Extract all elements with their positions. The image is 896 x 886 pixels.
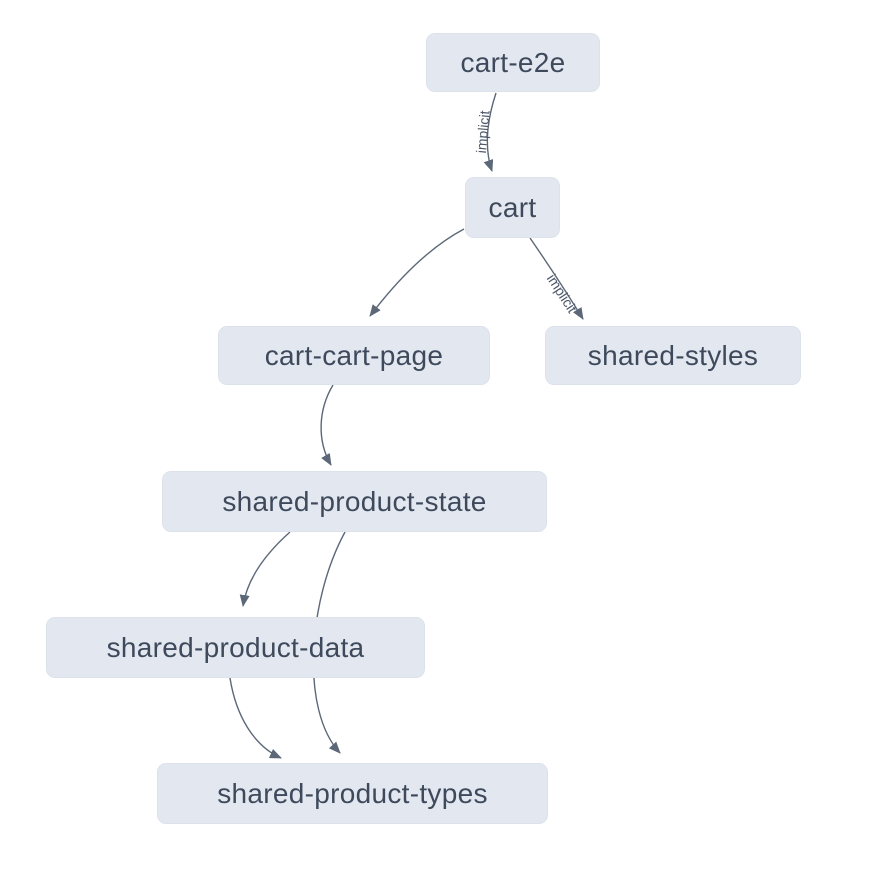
node-cart[interactable]: cart (465, 177, 560, 238)
node-shared-product-state[interactable]: shared-product-state (162, 471, 547, 532)
node-shared-styles[interactable]: shared-styles (545, 326, 801, 385)
edge-label-implicit-cart-shared-styles: implicit (544, 271, 581, 316)
node-shared-product-data[interactable]: shared-product-data (46, 617, 425, 678)
edge-cart-to-shared-styles (529, 237, 584, 320)
edge-cart-cart-page-to-shared-product-state (320, 384, 334, 466)
edge-shared-product-data-to-shared-product-types (229, 677, 282, 759)
edge-shared-product-state-to-shared-product-data (239, 531, 291, 607)
node-cart-e2e[interactable]: cart-e2e (426, 33, 600, 92)
edge-cart-to-cart-cart-page (369, 228, 465, 317)
edge-cart-e2e-to-cart (483, 92, 497, 172)
node-cart-cart-page[interactable]: cart-cart-page (218, 326, 490, 385)
node-shared-product-types[interactable]: shared-product-types (157, 763, 548, 824)
edge-label-implicit-cart-e2e-cart: implicit (473, 110, 493, 154)
